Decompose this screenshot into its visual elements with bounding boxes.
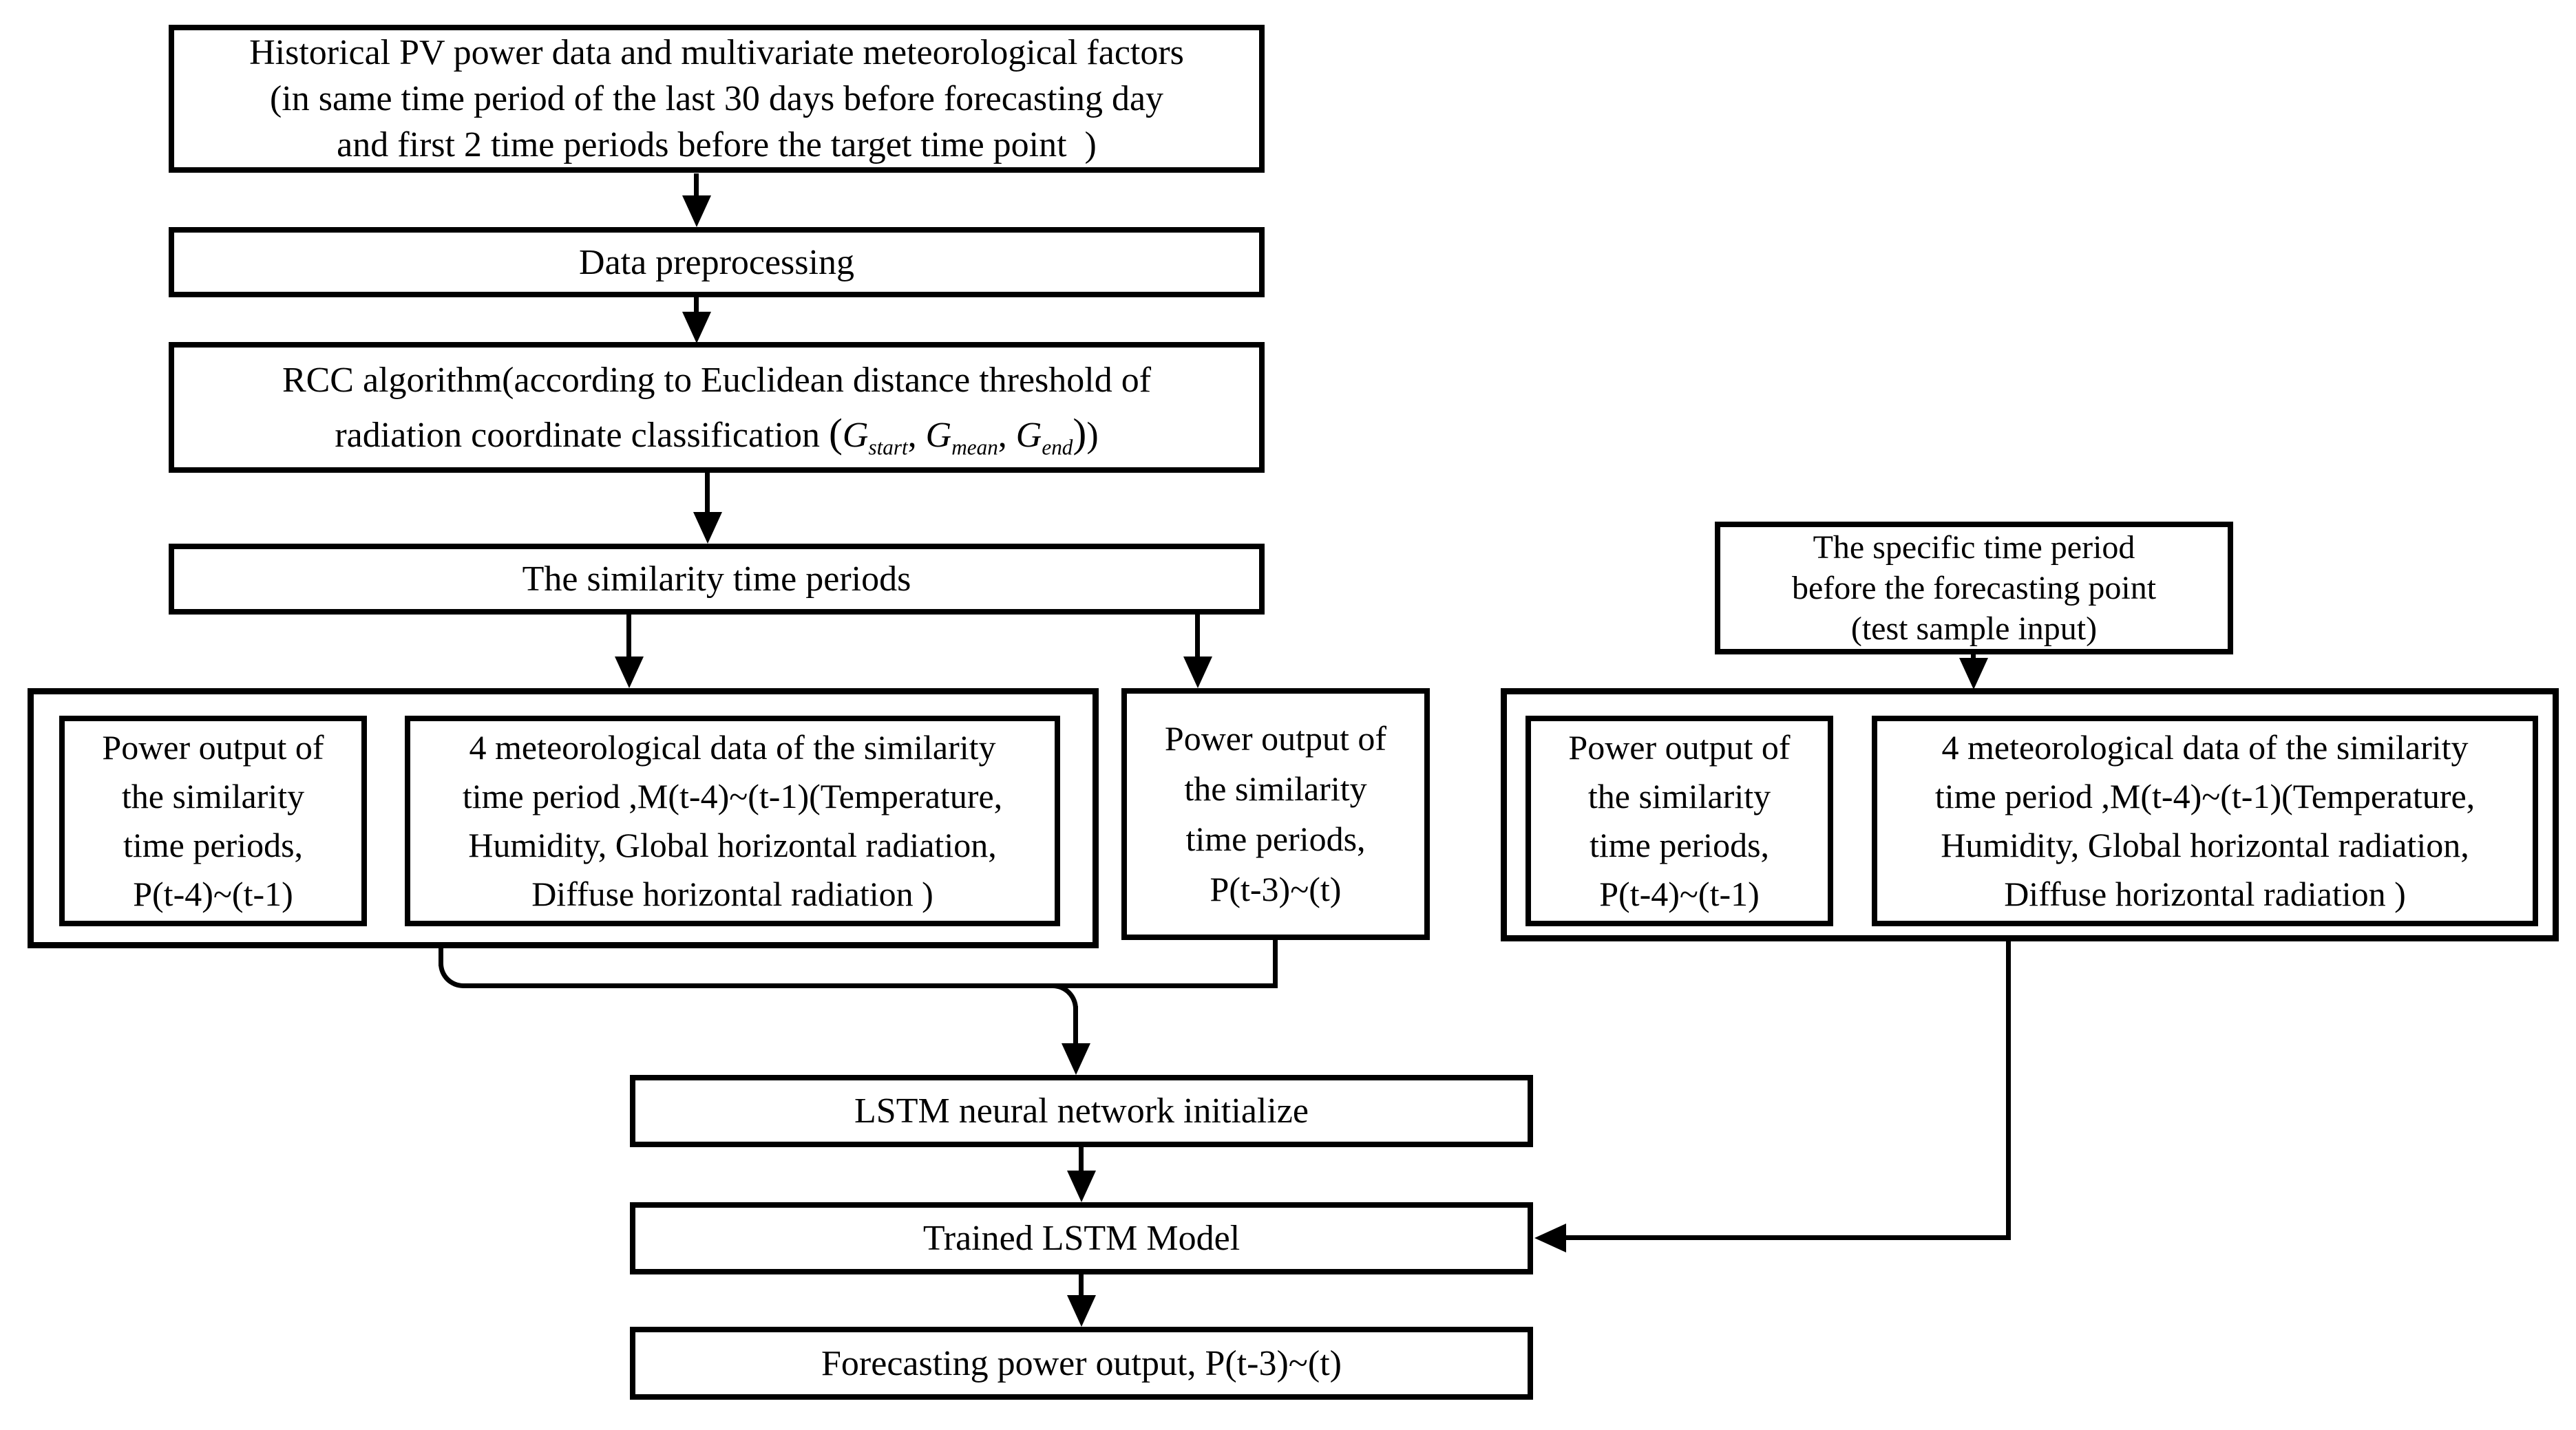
arrowhead-bracket-to-lstm-init [1062, 1043, 1090, 1075]
right-meteo-line-4: Diffuse horizontal radiation ) [2004, 875, 2406, 913]
connector-preprocessing-to-rcc [694, 297, 699, 314]
right-meteorological-data-box: 4 meteorological data of the similarity … [1872, 716, 2538, 926]
right-power-line-2: the similarity [1587, 777, 1771, 815]
power-t3-line-4: P(t-3)~(t) [1210, 870, 1342, 908]
right-meteo-line-3: Humidity, Global horizontal radiation, [1941, 826, 2469, 864]
connector-test-group-drop-line [2006, 941, 2011, 1240]
bracket-left-drop-line [439, 948, 443, 966]
connector-similarity-to-training-group [626, 615, 631, 659]
specific-line-3: (test sample input) [1850, 610, 2098, 647]
power-output-t3-box: Power output of the similarity time peri… [1121, 688, 1430, 940]
arrowhead-preprocessing-to-rcc [682, 312, 711, 343]
connector-trained-to-forecast [1079, 1274, 1084, 1298]
connector-rcc-to-similarity [705, 473, 710, 514]
historical-line-3: and first 2 time periods before the targ… [337, 125, 1097, 164]
arrowhead-historical-to-preprocessing [682, 195, 711, 227]
connector-test-group-horizontal-line [1565, 1235, 2011, 1240]
left-power-line-3: time periods, [123, 826, 304, 864]
left-power-output-box: Power output of the similarity time peri… [59, 716, 367, 926]
bracket-horizontal-line [463, 983, 1278, 988]
right-power-line-3: time periods, [1589, 826, 1770, 864]
lstm-initialize-box: LSTM neural network initialize [630, 1075, 1533, 1147]
arrowhead-similarity-to-training-group [615, 657, 644, 688]
rcc-line-1: RCC algorithm(according to Euclidean dis… [282, 360, 1152, 400]
left-meteo-line-1: 4 meteorological data of the similarity [469, 728, 996, 767]
power-t3-line-1: Power output of [1164, 719, 1387, 758]
arrowhead-rcc-to-similarity [693, 512, 722, 544]
data-preprocessing-label: Data preprocessing [579, 242, 854, 282]
connector-similarity-to-power-t3 [1195, 615, 1200, 659]
connector-specific-to-test-group [1971, 654, 1976, 661]
left-power-line-2: the similarity [121, 777, 305, 815]
specific-period-box: The specific time period before the fore… [1715, 522, 2233, 654]
specific-line-2: before the forecasting point [1791, 570, 2157, 606]
historical-line-1: Historical PV power data and multivariat… [249, 33, 1184, 72]
power-t3-line-2: the similarity [1184, 769, 1367, 808]
right-power-line-1: Power output of [1568, 728, 1791, 767]
similarity-periods-label: The similarity time periods [522, 559, 911, 599]
forecast-output-box: Forecasting power output, P(t-3)~(t) [630, 1327, 1533, 1400]
left-power-line-1: Power output of [102, 728, 324, 767]
historical-line-2: (in same time period of the last 30 days… [269, 79, 1164, 118]
connector-lstm-init-to-trained [1079, 1147, 1084, 1173]
right-meteo-line-2: time period ,M(t-4)~(t-1)(Temperature, [1934, 777, 2475, 815]
historical-data-box: Historical PV power data and multivariat… [169, 25, 1265, 173]
lstm-initialize-label: LSTM neural network initialize [854, 1091, 1309, 1131]
bracket-right-drop-line [1273, 940, 1278, 988]
arrowhead-test-group-to-trained [1534, 1224, 1566, 1252]
left-meteorological-data-box: 4 meteorological data of the similarity … [405, 716, 1060, 926]
trained-lstm-box: Trained LSTM Model [630, 1202, 1533, 1274]
right-power-output-box: Power output of the similarity time peri… [1525, 716, 1833, 926]
similarity-periods-box: The similarity time periods [169, 544, 1265, 615]
arrowhead-lstm-init-to-trained [1067, 1171, 1096, 1202]
power-t3-line-3: time periods, [1185, 820, 1366, 858]
trained-lstm-label: Trained LSTM Model [922, 1219, 1241, 1258]
connector-bracket-to-lstm-init [1073, 1006, 1078, 1046]
bracket-left-corner [439, 963, 466, 988]
right-power-line-4: P(t-4)~(t-1) [1599, 875, 1760, 913]
arrowhead-trained-to-forecast [1067, 1295, 1096, 1327]
connector-historical-to-preprocessing [694, 173, 699, 198]
data-preprocessing-box: Data preprocessing [169, 227, 1265, 297]
left-power-line-4: P(t-4)~(t-1) [133, 875, 293, 913]
right-meteo-line-1: 4 meteorological data of the similarity [1941, 728, 2469, 767]
rcc-algorithm-box: RCC algorithm(according to Euclidean dis… [169, 342, 1265, 473]
rcc-line-2: radiation coordinate classification (Gst… [335, 409, 1099, 459]
left-meteo-line-2: time period ,M(t-4)~(t-1)(Temperature, [462, 777, 1003, 815]
forecast-output-label: Forecasting power output, P(t-3)~(t) [821, 1343, 1342, 1383]
specific-line-1: The specific time period [1813, 529, 2135, 566]
left-meteo-line-3: Humidity, Global horizontal radiation, [468, 826, 997, 864]
left-meteo-line-4: Diffuse horizontal radiation ) [531, 875, 933, 913]
arrowhead-specific-to-test-group [1959, 658, 1988, 690]
arrowhead-similarity-to-power-t3 [1183, 657, 1212, 688]
